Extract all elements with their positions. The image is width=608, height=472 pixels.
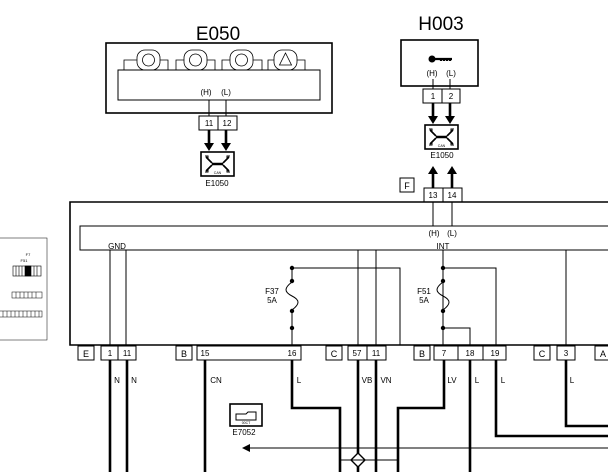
internal-wiring	[109, 250, 567, 345]
wire-color-c57: VB	[362, 376, 373, 385]
connector-e-pin-1: 1	[108, 349, 113, 358]
can-right-code: E1050	[430, 151, 454, 160]
connector-c1-letter: C	[331, 349, 338, 359]
locator-fuse-strip	[12, 265, 42, 277]
fuse-f51-rating: 5A	[419, 296, 429, 305]
fuse-f51-symbol	[436, 265, 450, 331]
e050-pin-2: 12	[223, 119, 232, 128]
locator-mark-top: F7	[26, 252, 31, 257]
int-label: INT	[437, 242, 450, 251]
connector-b2-pin-2: 18	[466, 349, 475, 358]
connector-b2-letter: B	[419, 349, 425, 359]
locator-panel	[0, 237, 48, 341]
wire-color-b19: L	[501, 376, 506, 385]
connector-c2-pin-1: 3	[564, 349, 569, 358]
e7052-label: 00CT	[242, 421, 251, 425]
wire-color-b7: LV	[447, 376, 457, 385]
gnd-label: GND	[108, 242, 126, 251]
connector-b2-pin-1: 7	[442, 349, 447, 358]
h003-pin-2: 2	[449, 92, 454, 101]
wire-color-c3: L	[570, 376, 575, 385]
key-icon	[428, 55, 452, 63]
wire-color-b15: CN	[210, 376, 222, 385]
h003-pin-l: (L)	[446, 69, 456, 78]
e050-box	[105, 42, 333, 114]
can-node-icon-right: CAN	[424, 124, 459, 150]
main-unit-box	[69, 201, 608, 346]
locator-mark-sub: F51	[21, 258, 29, 263]
main-pin-l: (L)	[447, 229, 457, 238]
fuse-f51-code: F51	[417, 287, 431, 296]
connector-f-label-box	[399, 177, 415, 193]
connector-e-pin-2: 11	[123, 349, 132, 358]
locator-row-3	[0, 310, 43, 318]
harness-wires	[108, 360, 608, 472]
connector-a-letter: A	[600, 349, 606, 359]
connector-b1-pin-2: 16	[288, 349, 297, 358]
main-pin-h: (H)	[428, 229, 439, 238]
wire-color-e1: N	[114, 376, 120, 385]
connector-b1-letter: B	[181, 349, 187, 359]
connector-c1-pin-1: 57	[353, 349, 362, 358]
e050-pin-1: 11	[205, 119, 214, 128]
fuse-f37-symbol	[285, 265, 299, 331]
locator-row-2	[11, 291, 43, 299]
h003-box	[400, 39, 479, 87]
can-left-code: E1050	[205, 179, 229, 188]
h003-pin-h: (H)	[426, 69, 437, 78]
can-node-icon-left: CAN	[200, 151, 235, 177]
connector-b2-pin-3: 19	[491, 349, 500, 358]
connector-b1-pin-1: 15	[201, 349, 210, 358]
e050-inner-bus	[117, 69, 321, 101]
wire-color-c11: VN	[380, 376, 391, 385]
wire-color-e11: N	[131, 376, 137, 385]
e7052-code: E7052	[232, 428, 256, 437]
main-unit-bus	[79, 225, 608, 251]
wire-color-b18: L	[475, 376, 480, 385]
e050-code: E050	[196, 24, 240, 45]
connector-f-pin-1: 13	[429, 191, 438, 200]
fuse-f37-code: F37	[265, 287, 279, 296]
e050-pin-l: (L)	[221, 88, 231, 97]
connector-f-pin-2: 14	[448, 191, 457, 200]
connector-f-letter: F	[404, 181, 410, 191]
connector-e-letter: E	[83, 349, 89, 359]
can-right-label: CAN	[438, 144, 446, 148]
connector-c1-pin-2: 11	[372, 349, 381, 358]
h003-pin-1: 1	[431, 92, 436, 101]
fuse-f37-rating: 5A	[267, 296, 277, 305]
e050-warning-lamps	[123, 49, 306, 71]
connector-c2-letter: C	[539, 349, 546, 359]
e050-pin-h: (H)	[200, 88, 211, 97]
h003-code: H003	[418, 14, 463, 35]
wire-color-b16: L	[297, 376, 302, 385]
connector-blocks	[77, 345, 608, 361]
door-sensor-icon	[235, 411, 257, 421]
can-left-label: CAN	[214, 171, 222, 175]
